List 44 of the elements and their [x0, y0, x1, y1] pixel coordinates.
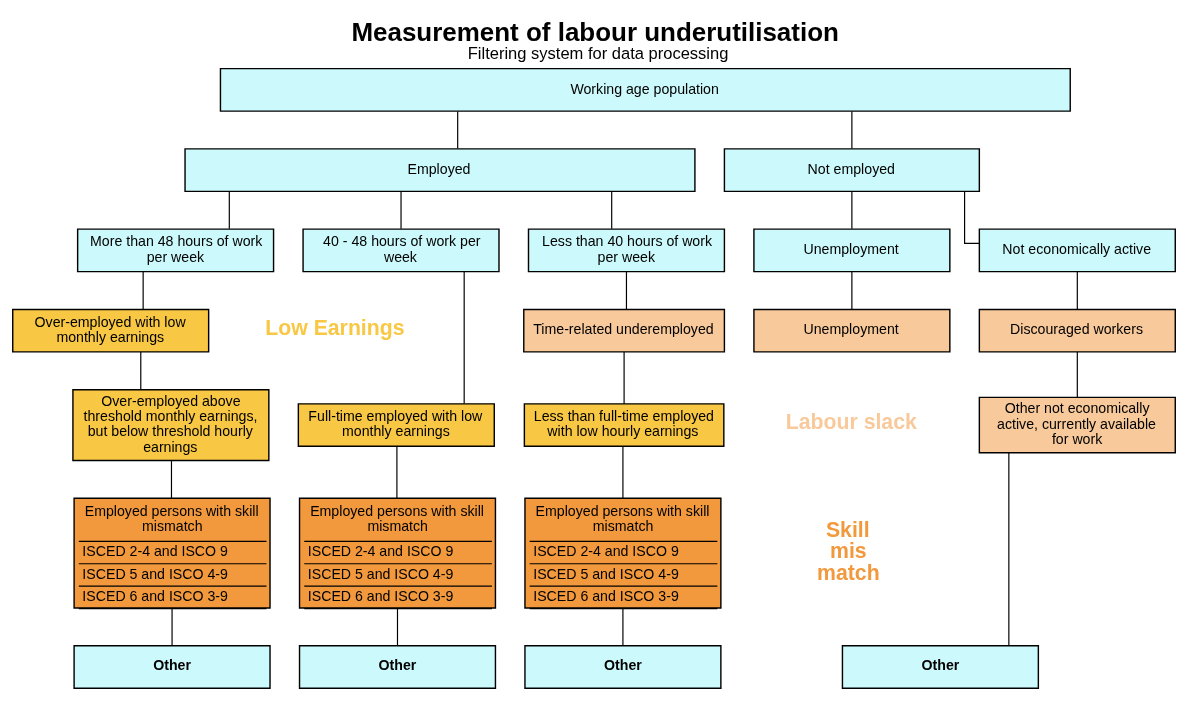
connector [851, 110, 853, 150]
connector [400, 191, 402, 230]
connector [171, 607, 173, 646]
node-box: Other [73, 645, 271, 689]
connector [623, 351, 625, 405]
connector [1076, 271, 1078, 310]
node-box: Other [298, 645, 497, 689]
node-box: Time-related underemployed [523, 308, 726, 353]
connector [140, 351, 142, 391]
node-box: Working age population [219, 67, 1071, 112]
node-box: Other not economically active, currently available for work [978, 396, 1176, 454]
node-box: Over-employed with low monthly earnings [12, 308, 210, 353]
node-box: Less than 40 hours of work per week [527, 228, 726, 273]
connector [1076, 351, 1078, 398]
connector [457, 110, 459, 150]
connector [396, 607, 399, 646]
connector [611, 191, 613, 230]
node-box: Other [524, 645, 722, 689]
node-box: Full-time employed with low monthly earnings [297, 403, 495, 448]
connector [396, 446, 398, 499]
node-box: Not employed [723, 148, 981, 193]
connector [1008, 452, 1010, 647]
connector [228, 191, 230, 230]
connector [622, 607, 624, 646]
connector [463, 271, 465, 405]
node-box: Other [841, 645, 1040, 689]
node-box: Over-employed above threshold monthly earnings, but below threshold hourly earnings [72, 388, 270, 462]
node-box: More than 48 hours of work per week [76, 228, 275, 273]
node-box: Not economically active [978, 228, 1176, 273]
label: Skill mis match [817, 518, 880, 585]
connector [851, 271, 853, 310]
node-box: 40 - 48 hours of work per week [302, 228, 500, 273]
connector [622, 446, 624, 499]
node-box: Unemployment [753, 308, 951, 353]
connector [142, 271, 144, 310]
node-box: Unemployment [753, 228, 951, 273]
label: Low Earnings [265, 315, 405, 340]
connector [625, 271, 628, 310]
node-box: Less than full-time employed with low hourly earnings [523, 403, 725, 448]
connector [851, 191, 853, 230]
label: Labour slack [785, 410, 917, 435]
node-box: Discouraged workers [978, 308, 1176, 353]
node-box: Employed [184, 148, 696, 193]
connector [170, 460, 173, 499]
